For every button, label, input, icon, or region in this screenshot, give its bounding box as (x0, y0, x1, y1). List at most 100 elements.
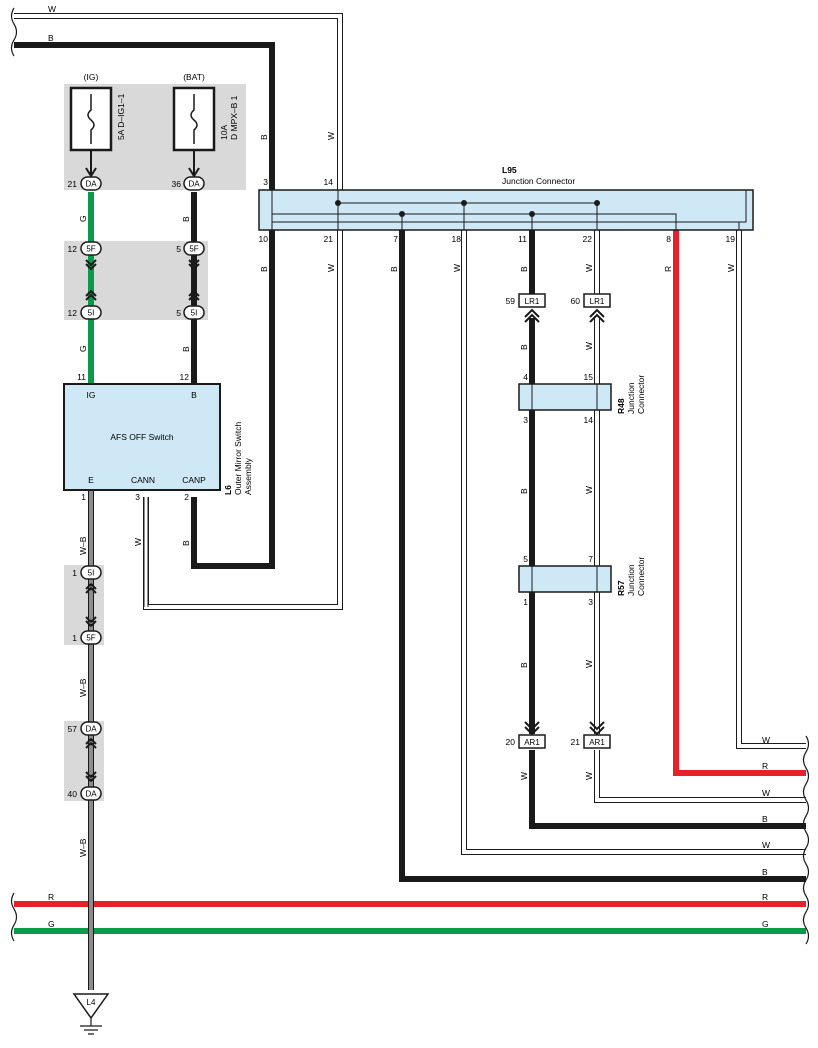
r48-junction-connector (518, 383, 612, 411)
wire-code: W–B (78, 536, 88, 555)
break-right (802, 735, 810, 945)
pin-b-label: B (191, 390, 197, 400)
pin-number: 3 (588, 597, 593, 607)
pin-number: 21 (571, 737, 581, 747)
l95-ref: L95 (502, 165, 517, 175)
connector-da-ig (80, 176, 102, 191)
connector-5i-ig (80, 305, 102, 320)
arrow-down-icon (85, 167, 97, 178)
pin-number: 10 (259, 234, 269, 244)
chevron-up-icon (85, 737, 97, 749)
pin-number: 5 (523, 554, 528, 564)
wire-code: R (762, 892, 768, 902)
break-left-bottom (10, 892, 18, 942)
pin-number: 11 (518, 234, 527, 244)
wire-code: W (762, 735, 770, 745)
chevron-up-icon (85, 289, 97, 301)
pin-number: 12 (68, 308, 78, 318)
pin-number: 40 (68, 789, 78, 799)
pin-number: 3 (135, 492, 140, 502)
chevron-down-icon (188, 259, 200, 271)
pin-number: 21 (68, 179, 78, 189)
fuse-ig-rating: 5A D–IG1–1 (116, 93, 126, 140)
wire-code: W (762, 788, 770, 798)
connector-label: DA (85, 725, 97, 734)
wire-code: B (181, 216, 191, 222)
connector-lr1-60 (583, 293, 611, 308)
pin-number: 20 (506, 737, 516, 747)
pin-number: 1 (72, 633, 77, 643)
wire-code: B (519, 266, 529, 272)
pin-number: 5 (176, 244, 181, 254)
wire-code: W (584, 264, 594, 272)
arrow-down-icon (188, 167, 200, 178)
wire-code: B (519, 488, 529, 494)
connector-label: 5F (86, 634, 95, 643)
wire-code: W (584, 772, 594, 780)
connector-5i-e (80, 565, 102, 580)
chevron-down-icon (85, 259, 97, 271)
pin-number: 3 (263, 177, 268, 187)
pin-numbers: 21 36 12 5 12 5 11 12 1 3 2 1 1 57 40 3 … (68, 177, 736, 799)
pin-canp-label: CANP (182, 475, 206, 485)
wire-code: B (181, 540, 191, 546)
connector-lr1-59 (518, 293, 546, 308)
wire-code: W (48, 4, 56, 14)
r57-ref: R57 (616, 580, 626, 596)
connector-label: 5I (88, 309, 95, 318)
fuse-bat-rating-name: D MPX–B 1 (229, 95, 239, 140)
harness-breaks (10, 7, 810, 945)
wire-code: W (326, 264, 336, 272)
pin-e-label: E (88, 475, 94, 485)
pin-number: 15 (584, 372, 594, 382)
pin-number: 60 (571, 296, 581, 306)
wire-color-codes: W B B W G B G B B W B W B W R W B W B W … (48, 4, 770, 929)
pin-number: 57 (68, 724, 78, 734)
oval-connectors (80, 176, 205, 801)
pin-number: 12 (180, 372, 190, 382)
splice-dot (399, 211, 405, 217)
chevron-marks (85, 259, 605, 783)
connector-label: LR1 (590, 297, 605, 306)
connector-ar1-20 (518, 734, 546, 749)
pin-number: 7 (393, 234, 398, 244)
wire-code: G (78, 215, 88, 222)
r57-junction-connector (518, 565, 612, 593)
wire-code: W (133, 538, 143, 546)
chevron-down-icon (85, 771, 97, 783)
ground-icon (80, 1018, 102, 1035)
wire-code: B (259, 134, 269, 140)
wire-code: R (762, 761, 768, 771)
pin-cann-label: CANN (131, 475, 155, 485)
wire-w-pin19 (736, 230, 806, 749)
pin-number: 1 (523, 597, 528, 607)
connector-ar1-21 (583, 734, 611, 749)
pin-number: 1 (81, 492, 86, 502)
wire-code: W (762, 840, 770, 850)
chevron-down-icon (85, 616, 97, 628)
chevron-down-icon (589, 721, 605, 736)
pin-number: 7 (588, 554, 593, 564)
splice-dot (594, 200, 600, 206)
wire-code: R (663, 266, 673, 272)
pin-number: 12 (68, 244, 78, 254)
pin-number: 14 (324, 177, 334, 187)
pin-number: 19 (726, 234, 736, 244)
ground-label: L4 (87, 998, 96, 1007)
r48-ref: R48 (616, 398, 626, 414)
wire-b-ar1-out (529, 750, 806, 829)
splice-dot (529, 211, 535, 217)
wire-code: W (726, 264, 736, 272)
connector-label: LR1 (525, 297, 540, 306)
afs-switch-desc-1: Outer Mirror Switch (233, 422, 243, 495)
fuse-ig (69, 86, 113, 178)
wire-w-pin19-inner (737, 230, 806, 748)
fuse-ig-source: (IG) (84, 72, 99, 82)
pin-ig-label: IG (87, 390, 96, 400)
wire-code: R (48, 892, 54, 902)
wire-code: W (584, 342, 594, 350)
connector-label: DA (188, 180, 200, 189)
r48-desc-2: Connector (636, 375, 646, 414)
wire-code: W (452, 264, 462, 272)
connector-label: AR1 (524, 738, 540, 747)
